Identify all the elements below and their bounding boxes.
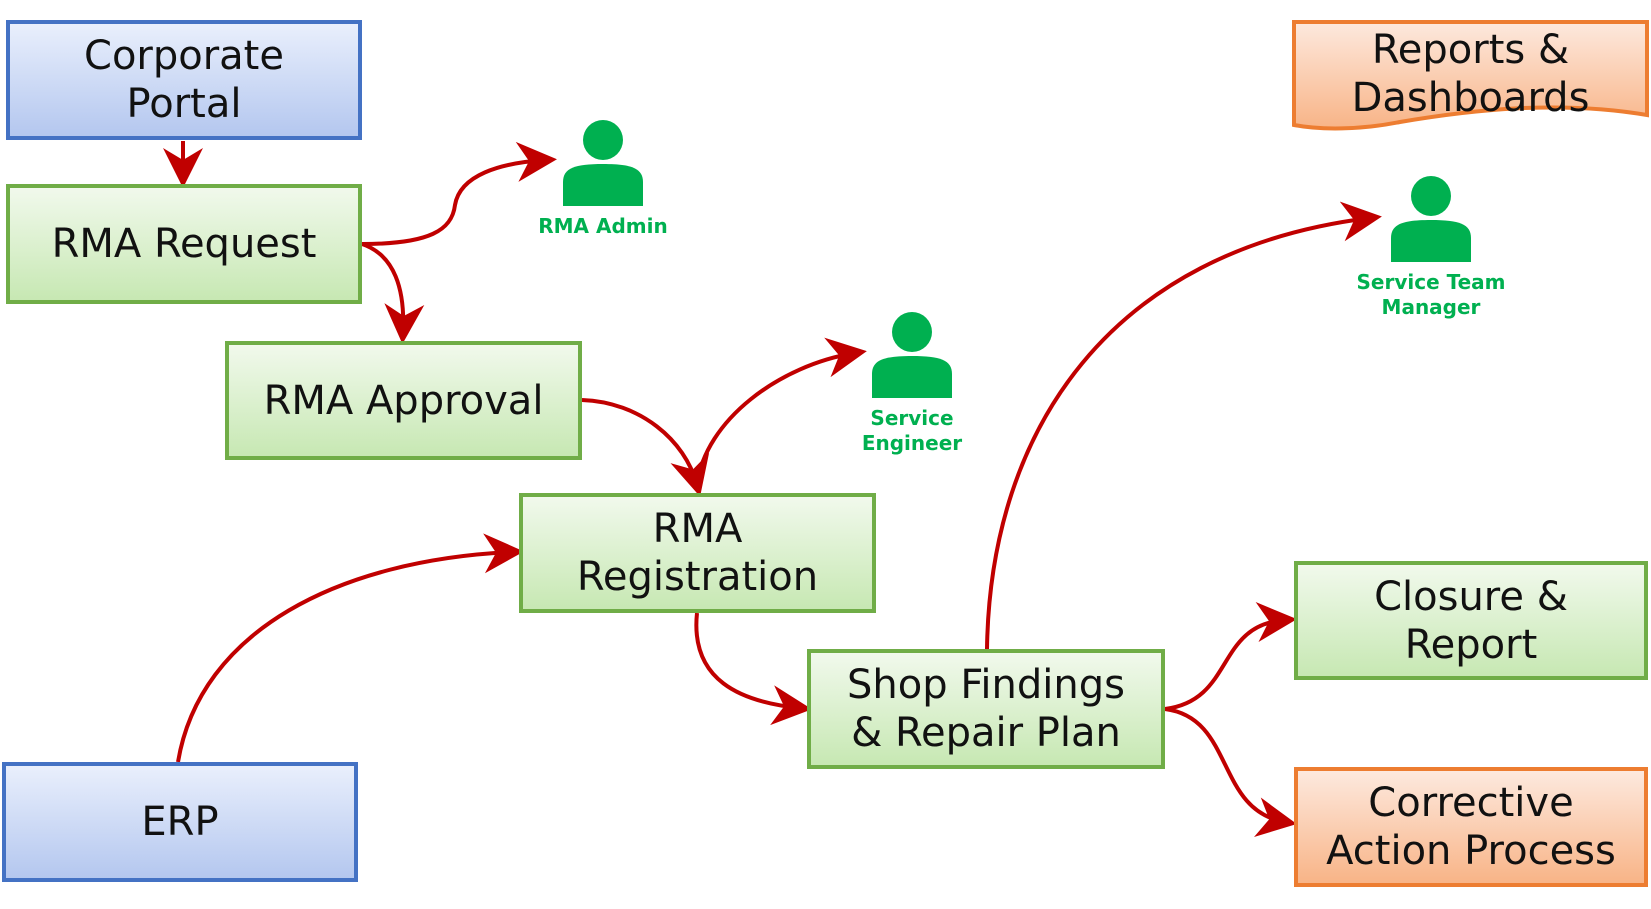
- service-engineer-label: Service Engineer: [861, 406, 963, 455]
- arrow-rma-registration-to-service-engineer: [695, 337, 867, 486]
- person-icon: [872, 312, 952, 398]
- arrow-rma-registration-to-shop-findings: [694, 612, 812, 726]
- closure-report-node: Closure & Report: [1294, 561, 1648, 680]
- arrow-rma-approval-to-rma-registration: [581, 398, 710, 497]
- corporate-portal-node: Corporate Portal: [6, 20, 362, 140]
- service-engineer-actor: Service Engineer: [837, 312, 987, 456]
- person-icon: [1391, 176, 1471, 262]
- person-icon: [563, 120, 643, 206]
- arrow-shop-findings-to-service-team-manager: [985, 201, 1382, 650]
- rma-admin-actor: RMA Admin: [528, 120, 678, 239]
- service-team-manager-actor: Service Team Manager: [1346, 176, 1516, 320]
- reports-dashboards-node: Reports & Dashboards: [1351, 27, 1590, 121]
- arrow-shop-findings-to-corrective-action: [1164, 707, 1297, 837]
- arrow-shop-findings-to-closure-report: [1164, 602, 1297, 711]
- corrective-action-node: Corrective Action Process: [1294, 767, 1648, 887]
- rma-request-node: RMA Request: [6, 184, 362, 304]
- rma-registration-node: RMA Registration: [519, 493, 876, 613]
- arrow-rma-request-to-rma-approval: [361, 242, 425, 344]
- arrow-rma-request-to-rma-admin: [361, 141, 557, 246]
- erp-node: ERP: [2, 762, 358, 882]
- arrow-erp-to-rma-registration: [176, 533, 524, 763]
- shop-findings-node: Shop Findings & Repair Plan: [807, 649, 1165, 769]
- rma-approval-node: RMA Approval: [225, 341, 582, 460]
- service-team-manager-label: Service Team Manager: [1356, 270, 1506, 319]
- rma-admin-label: RMA Admin: [538, 214, 668, 238]
